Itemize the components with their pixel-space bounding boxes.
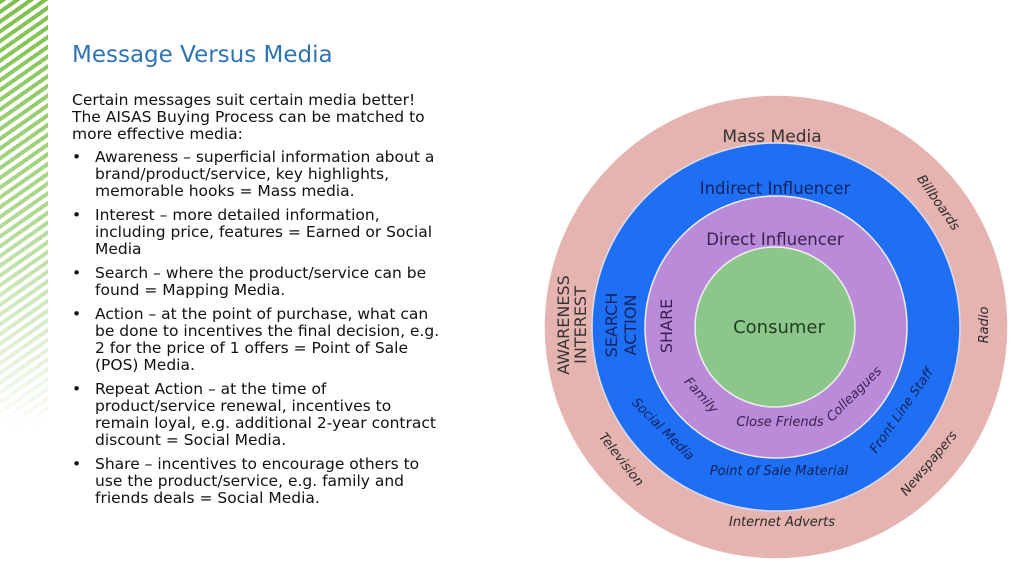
bullet-share: Share – incentives to encourage others t… [72, 456, 532, 507]
bullet-interest: Interest – more detailed information, in… [72, 207, 532, 258]
slide-body: Certain messages suit certain media bett… [72, 92, 532, 514]
close-friends-label: Close Friends [736, 415, 823, 430]
radio-label: Radio [977, 307, 992, 344]
bullet-line: 2 for the price of 1 offers = Point of S… [95, 339, 408, 357]
direct-influencer-label: Direct Influencer [706, 230, 844, 249]
intro-line: more effective media: [72, 125, 243, 143]
point-of-sale-label: Point of Sale Material [710, 464, 849, 479]
decorative-stripes [0, 0, 48, 430]
bullet-line: Share – incentives to encourage others t… [95, 455, 420, 473]
bullet-line: use the product/service, e.g. family and [95, 472, 405, 490]
bullet-list: Awareness – superficial information abou… [72, 149, 532, 507]
internet-adverts-label: Internet Adverts [729, 515, 835, 530]
indirect-influencer-label: Indirect Influencer [700, 179, 851, 198]
mass-media-label: Mass Media [722, 127, 821, 147]
bullet-line: memorable hooks = Mass media. [95, 182, 355, 200]
slide-title: Message Versus Media [72, 42, 333, 68]
bullet-line: be done to incentives the final decision… [95, 322, 440, 340]
bullet-search: Search – where the product/service can b… [72, 265, 532, 299]
bullet-line: Search – where the product/service can b… [95, 264, 427, 282]
intro-text: Certain messages suit certain media bett… [72, 92, 532, 143]
action-label: ACTION [621, 295, 640, 356]
search-label: SEARCH [602, 293, 621, 358]
bullet-line: Action – at the point of purchase, what … [95, 305, 429, 323]
bullet-line: found = Mapping Media. [95, 281, 286, 299]
bullet-line: (POS) Media. [95, 356, 195, 374]
bullet-line: Media [95, 240, 142, 258]
bullet-line: discount = Social Media. [95, 431, 287, 449]
bullet-line: product/service renewal, incentives to [95, 397, 392, 415]
bullet-repeat-action: Repeat Action – at the time of product/s… [72, 381, 532, 449]
bullet-action: Action – at the point of purchase, what … [72, 306, 532, 374]
consumer-circle [694, 246, 856, 408]
intro-line: Certain messages suit certain media bett… [72, 91, 416, 109]
awareness-label: AWARENESS [554, 275, 573, 375]
bullet-line: Interest – more detailed information, [95, 206, 380, 224]
bullet-line: including price, features = Earned or So… [95, 223, 433, 241]
bullet-awareness: Awareness – superficial information abou… [72, 149, 532, 200]
bullet-line: brand/product/service, key highlights, [95, 165, 390, 183]
bullet-line: Repeat Action – at the time of [95, 380, 327, 398]
bullet-line: friends deals = Social Media. [95, 489, 320, 507]
consumer-label: Consumer [733, 317, 825, 338]
interest-label: INTEREST [571, 286, 590, 364]
intro-line: The AISAS Buying Process can be matched … [72, 108, 425, 126]
bullet-line: remain loyal, e.g. additional 2-year con… [95, 414, 436, 432]
bullet-line: Awareness – superficial information abou… [95, 148, 435, 166]
share-label: SHARE [657, 299, 676, 353]
